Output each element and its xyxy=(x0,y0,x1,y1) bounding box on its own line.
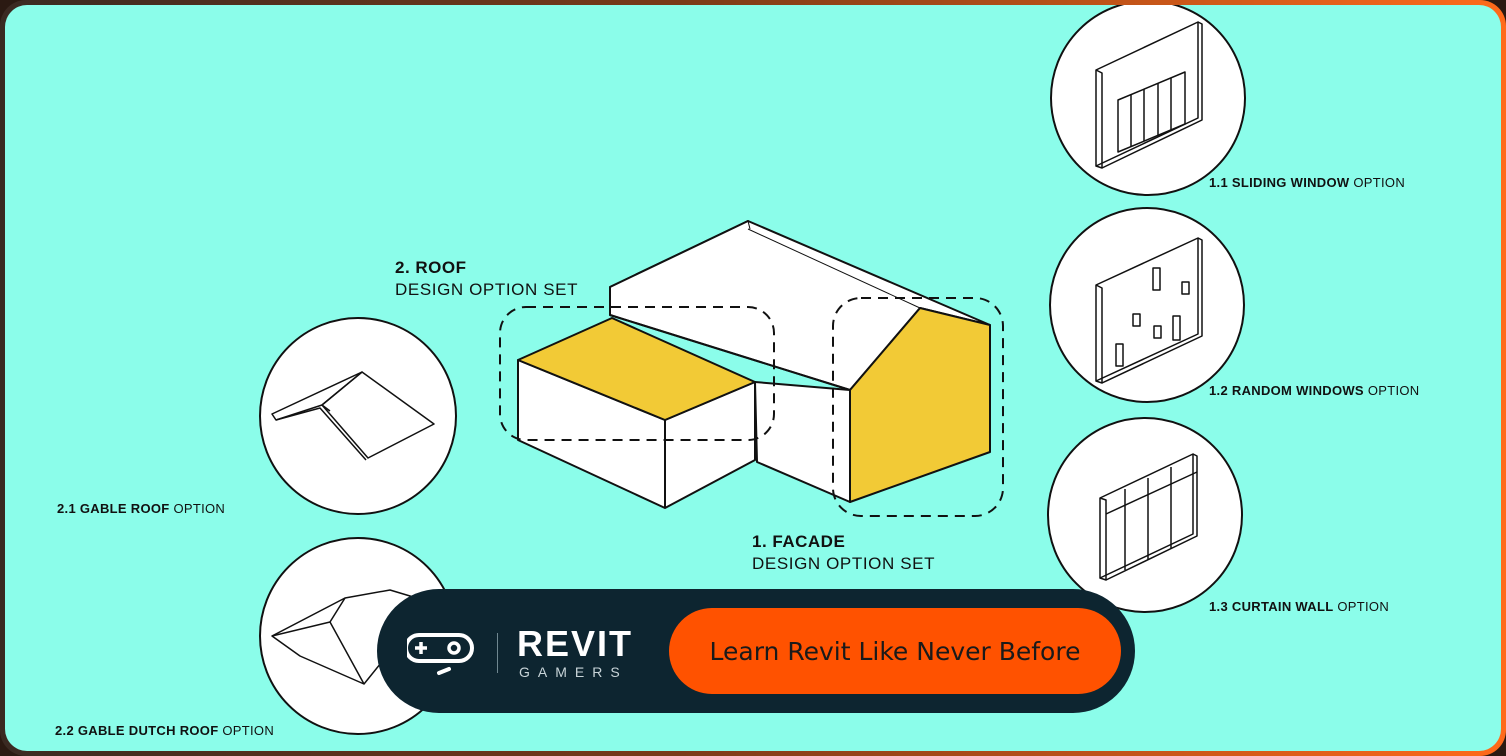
facade-set-label: 1. FACADE DESIGN OPTION SET xyxy=(752,531,935,575)
facade-option-set-outline xyxy=(832,297,1004,517)
brand-name: REVIT xyxy=(517,623,634,664)
option-label-curtain-wall: 1.3 CURTAIN WALL OPTION xyxy=(1209,599,1390,614)
diagram-canvas: 2. ROOF DESIGN OPTION SET 1. FACADE DESI… xyxy=(5,5,1501,751)
promo-banner: REVIT GAMERS Learn Revit Like Never Befo… xyxy=(377,589,1135,713)
roof-option-set-outline xyxy=(499,306,775,441)
option-label-gable-roof: 2.1 GABLE ROOF OPTION xyxy=(57,501,226,516)
random-windows-option-circle xyxy=(1049,207,1245,403)
option-label-gable-dutch-roof: 2.2 GABLE DUTCH ROOF OPTION xyxy=(55,723,275,738)
brand-divider xyxy=(497,633,498,673)
gable-roof-option-circle xyxy=(259,317,457,515)
roof-set-label: 2. ROOF DESIGN OPTION SET xyxy=(395,257,578,301)
roof-highlight xyxy=(517,317,756,421)
roof-set-subtitle: DESIGN OPTION SET xyxy=(395,280,579,299)
building-massing xyxy=(517,220,991,509)
sliding-window-option-circle xyxy=(1050,5,1246,196)
brand-subname: GAMERS xyxy=(519,664,628,680)
option-label-sliding-window: 1.1 SLIDING WINDOW OPTION xyxy=(1209,175,1406,190)
building-diagram xyxy=(259,5,1246,735)
facade-highlight xyxy=(849,307,991,503)
learn-revit-button[interactable]: Learn Revit Like Never Before xyxy=(669,608,1121,694)
option-label-random-windows: 1.2 RANDOM WINDOWS OPTION xyxy=(1209,383,1420,398)
facade-set-subtitle: DESIGN OPTION SET xyxy=(752,554,936,573)
roof-set-title: 2. ROOF xyxy=(395,258,467,277)
facade-set-title: 1. FACADE xyxy=(752,532,846,551)
gamepad-icon xyxy=(407,633,474,675)
curtain-wall-option-circle xyxy=(1047,417,1243,613)
